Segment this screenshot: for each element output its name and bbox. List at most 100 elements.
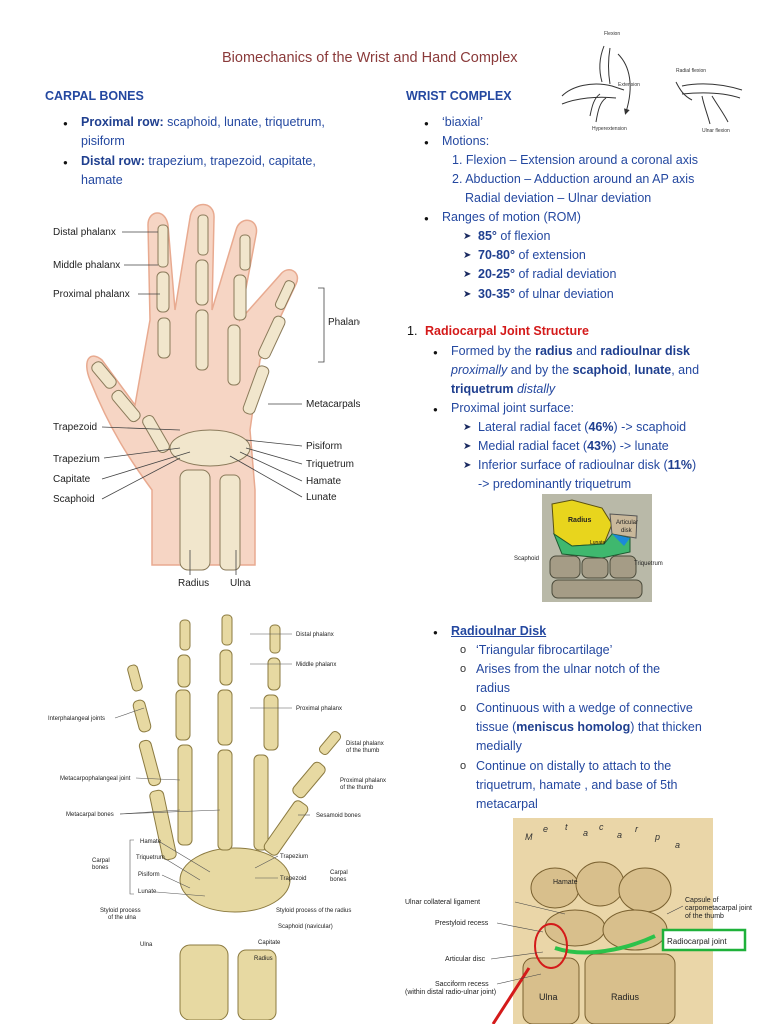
wrist-section-figure: Radiocarpal joint Ulnar collateral ligam… — [405, 818, 752, 1024]
hyperextension-label: Hyperextension — [592, 126, 627, 132]
rom-item: 70-80° of extension — [478, 248, 586, 262]
radiocarpal-figure: Radius Articular disk Lunate Scaphoid Tr… — [514, 494, 663, 602]
proximal-row-item: Proximal row: scaphoid, lunate, triquetr… — [81, 113, 363, 151]
sec-metacarpal-letter: p — [654, 832, 660, 842]
sk-metacarpal-bones: Metacarpal bones — [66, 812, 114, 818]
sk-carpal-left-2: bones — [92, 865, 108, 871]
sec-capsule-2: carpometacarpal joint — [685, 905, 752, 912]
label-hamate: Hamate — [306, 476, 341, 487]
label-trapezium: Trapezium — [53, 454, 100, 465]
proximal-joint-surface: Proximal joint surface: — [451, 401, 574, 415]
wrist-motions: Motions: — [442, 134, 490, 148]
sk-trapezoid: Trapezoid — [280, 876, 306, 882]
sk-carpal-left: Carpal — [92, 858, 110, 864]
sec-metacarpal-letter: r — [635, 824, 639, 834]
label-middle-phalanx: Middle phalanx — [53, 260, 120, 271]
sec-prestyloid: Prestyloid recess — [435, 920, 489, 927]
hand-bones-figure: Distal phalanx Middle phalanx Proximal p… — [53, 203, 360, 589]
sec-metacarpal-letter: c — [599, 822, 604, 832]
sk-scaphoid: Scaphoid (navicular) — [278, 924, 333, 930]
label-lunate: Lunate — [306, 492, 337, 503]
sk-distal-thumb: Distal phalanx — [346, 741, 384, 747]
sk-styloid-radius: Styloid process of the radius — [276, 908, 351, 914]
radiocarpal-formed: Formed by the radius and radioulnar disk… — [451, 344, 700, 396]
carpal-bones-heading: CARPAL BONES — [45, 89, 144, 103]
sec-sacciform-2: (within distal radio-ulnar joint) — [405, 989, 496, 996]
proximal-row-label: Proximal row: — [81, 115, 164, 129]
sec-ulnar-collateral: Ulnar collateral ligament — [405, 899, 480, 906]
sk-hamate: Hamate — [140, 839, 162, 845]
sk-middle-phalanx: Middle phalanx — [296, 662, 336, 668]
rc-articular-label: Articular — [616, 520, 638, 526]
radiocarpal-heading: Radiocarpal Joint Structure — [425, 324, 589, 338]
hand-bones — [91, 214, 296, 571]
proximal-row-text: scaphoid, lunate, triquetrum, — [167, 115, 325, 129]
page-title: Biomechanics of the Wrist and Hand Compl… — [222, 50, 518, 66]
radial-flexion-label: Radial flexion — [676, 68, 706, 74]
label-metacarpals: Metacarpals — [306, 399, 360, 410]
sk-pisiform: Pisiform — [138, 872, 160, 878]
distal-row-label: Distal row: — [81, 154, 145, 168]
sec-sacciform: Sacciform recess — [435, 981, 489, 988]
proximal-row-text2: pisiform — [81, 134, 125, 148]
label-ulna: Ulna — [230, 578, 251, 589]
sk-carpal-right: Carpal — [330, 870, 348, 876]
sec-metacarpal-letter: e — [543, 824, 548, 834]
sk-carpal-right-2: bones — [330, 877, 346, 883]
label-radius: Radius — [178, 578, 209, 589]
sk-distal-thumb-2: of the thumb — [346, 748, 380, 754]
wrist-motion-2b: Radial deviation – Ulnar deviation — [465, 191, 652, 205]
sec-hamate: Hamate — [553, 879, 578, 886]
sec-capsule: Capsule of — [685, 897, 719, 904]
label-distal-phalanx: Distal phalanx — [53, 227, 116, 238]
sk-prox-thumb-2: of the thumb — [340, 785, 374, 791]
rom-item: 85° of flexion — [478, 229, 551, 243]
label-triquetrum: Triquetrum — [306, 459, 354, 470]
sec-metacarpal-letter: a — [675, 840, 680, 850]
sk-mcp: Metacarpophalangeal joint — [60, 776, 131, 782]
distal-row-item: Distal row: trapezium, trapezoid, capita… — [81, 152, 363, 190]
sk-lunate: Lunate — [138, 889, 157, 895]
wrist-motion-2: 2. Abduction – Adduction around an AP ax… — [452, 172, 695, 186]
label-trapezoid: Trapezoid — [53, 422, 97, 433]
sec-metacarpal-letter: M — [525, 832, 533, 842]
label-pisiform: Pisiform — [306, 441, 342, 452]
sk-styloid-ulna: Styloid process — [100, 908, 141, 914]
sec-articular-disc: Articular disc — [445, 956, 486, 963]
disk-item: ‘Triangular fibrocartilage’ — [476, 643, 613, 657]
label-scaphoid: Scaphoid — [53, 494, 95, 505]
rc-triquetrum-label: Triquetrum — [634, 561, 663, 567]
surface-item: Medial radial facet (43%) -> lunate — [478, 439, 669, 453]
sk-radius: Radius — [254, 956, 273, 962]
radioulnar-disk-heading: Radioulnar Disk — [451, 624, 547, 638]
wrist-rom: Ranges of motion (ROM) — [442, 210, 581, 224]
sk-proximal-phalanx: Proximal phalanx — [296, 706, 342, 712]
surface-item: Lateral radial facet (46%) -> scaphoid — [478, 420, 687, 434]
rom-item: 30-35° of ulnar deviation — [478, 287, 614, 301]
skeleton-hand-figure: Distal phalanx Middle phalanx Proximal p… — [48, 614, 386, 1020]
surface-item-cont: -> predominantly triquetrum — [478, 477, 632, 491]
wrist-biaxial: ‘biaxial’ — [442, 115, 483, 129]
rc-radius-label: Radius — [568, 517, 591, 524]
sk-distal-phalanx: Distal phalanx — [296, 632, 334, 638]
sk-interphalangeal: Interphalangeal joints — [48, 716, 105, 722]
sk-capitate: Capitate — [258, 940, 281, 946]
wrist-complex-heading: WRIST COMPLEX — [406, 89, 512, 103]
sk-trapezium: Trapezium — [280, 854, 308, 860]
sk-styloid-ulna-2: of the ulna — [108, 915, 137, 921]
distal-row-text: trapezium, trapezoid, capitate, — [148, 154, 316, 168]
surface-item: Inferior surface of radioulnar disk (11%… — [478, 458, 697, 472]
rc-lunate-label: Lunate — [590, 540, 606, 546]
label-capitate: Capitate — [53, 474, 91, 485]
rom-item: 20-25° of radial deviation — [478, 267, 617, 281]
ulnar-flexion-label: Ulnar flexion — [702, 128, 730, 134]
distal-row-text2: hamate — [81, 173, 123, 187]
wrist-motion-figure: Flexion Extension Hyperextension Radial … — [561, 31, 743, 134]
radiocarpal-number: 1. — [407, 324, 418, 338]
sk-ulna: Ulna — [140, 942, 153, 948]
sk-sesamoid: Sesamoid bones — [316, 813, 361, 819]
sec-radiocarpal-joint: Radiocarpal joint — [667, 937, 727, 946]
